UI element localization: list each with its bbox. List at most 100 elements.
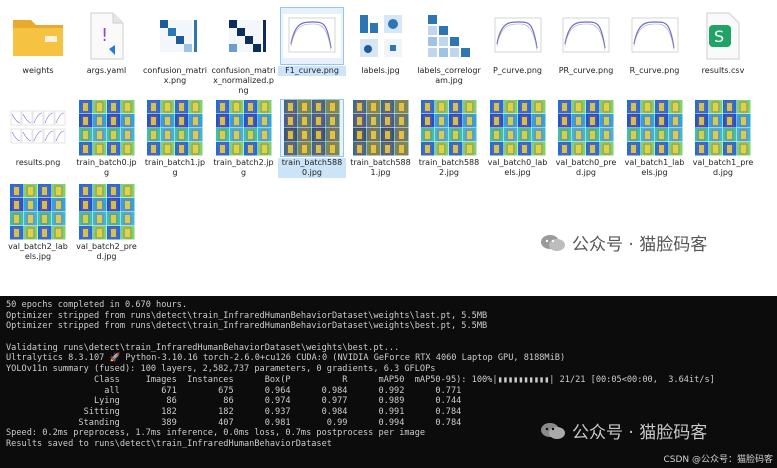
file-item[interactable]: P_curve.png xyxy=(484,8,552,76)
labels-correlogram-thumbnail xyxy=(424,11,474,61)
file-name: F1_curve.png xyxy=(278,66,346,76)
watermark-text: 公众号 · 猫脸码客 xyxy=(572,423,708,443)
watermark-top: 公众号 · 猫脸码客 xyxy=(540,230,707,255)
file-name: train_batch5880.jpg xyxy=(278,158,346,178)
svg-text:S: S xyxy=(714,27,724,46)
terminal-line: Validating runs\detect\train_InfraredHum… xyxy=(6,342,400,353)
file-item[interactable]: train_batch5882.jpg xyxy=(415,100,483,178)
file-thumbnail xyxy=(624,100,686,156)
file-item[interactable]: val_batch2_pred.jpg xyxy=(73,184,141,262)
file-name: labels_correlogram.jpg xyxy=(417,66,481,85)
image-batch-thumbnail xyxy=(215,100,271,156)
file-item[interactable]: R_curve.png xyxy=(621,8,689,76)
file-name: train_batch0.jpg xyxy=(76,158,137,177)
file-thumbnail xyxy=(213,8,275,64)
file-item[interactable]: train_batch5880.jpg xyxy=(278,99,346,178)
image-batch-thumbnail xyxy=(489,100,545,156)
image-batch-thumbnail xyxy=(352,100,408,156)
image-batch-thumbnail xyxy=(558,100,614,156)
file-name: train_batch1.jpg xyxy=(144,158,206,177)
file-name: PR_curve.png xyxy=(558,66,614,75)
file-thumbnail xyxy=(144,8,206,64)
file-thumbnail xyxy=(418,8,480,64)
file-item[interactable]: confusion_matrix.png xyxy=(141,8,209,86)
file-name: weights xyxy=(22,66,54,75)
file-item[interactable]: labels_correlogram.jpg xyxy=(415,8,483,86)
terminal-line: YOLOv11n summary (fused): 100 layers, 2,… xyxy=(6,364,436,375)
file-item[interactable]: weights xyxy=(4,8,72,76)
file-thumbnail xyxy=(350,8,412,64)
image-batch-thumbnail xyxy=(10,184,66,240)
image-batch-thumbnail xyxy=(147,100,203,156)
yaml-file-icon: ! xyxy=(90,12,123,60)
file-thumbnail xyxy=(692,100,754,156)
file-name: results.csv xyxy=(701,66,745,75)
file-thumbnail xyxy=(280,99,344,157)
file-thumbnail xyxy=(213,100,275,156)
confusion-matrix-thumbnail xyxy=(146,14,204,58)
file-thumbnail xyxy=(7,184,69,240)
image-batch-thumbnail xyxy=(78,184,134,240)
csdn-watermark: CSDN @公众号：猫脸码客 xyxy=(663,455,773,465)
file-thumbnail xyxy=(487,100,549,156)
spreadsheet-file-icon: S xyxy=(706,12,740,60)
file-name: confusion_matrix_normalized.png xyxy=(211,66,276,95)
file-name: train_batch2.jpg xyxy=(213,158,274,177)
file-item[interactable]: val_batch0_pred.jpg xyxy=(552,100,620,178)
file-thumbnail xyxy=(76,184,138,240)
watermark-terminal: 公众号 · 猫脸码客 xyxy=(540,418,707,443)
file-item[interactable]: confusion_matrix_normalized.png xyxy=(210,8,278,96)
file-thumbnail xyxy=(555,8,617,64)
terminal-line: Speed: 0.2ms preprocess, 1.7ms inference… xyxy=(6,428,426,439)
file-name: labels.jpg xyxy=(361,66,400,75)
file-item[interactable]: val_batch2_labels.jpg xyxy=(4,184,72,262)
file-thumbnail xyxy=(7,8,69,64)
file-item[interactable]: ! args.yaml xyxy=(73,8,141,76)
file-thumbnail xyxy=(7,100,69,156)
file-item[interactable]: train_batch2.jpg xyxy=(210,100,278,178)
image-batch-thumbnail xyxy=(78,100,134,156)
terminal-line: Sitting 182 182 0.937 0.984 0.991 0.784 xyxy=(6,406,462,417)
file-name: val_batch2_pred.jpg xyxy=(76,242,137,261)
file-item[interactable]: val_batch1_labels.jpg xyxy=(621,100,689,178)
terminal-line: Standing 389 407 0.981 0.99 0.994 0.784 xyxy=(6,417,462,428)
file-thumbnail: ! xyxy=(76,8,138,64)
curve-plot-thumbnail xyxy=(488,14,547,58)
image-batch-thumbnail xyxy=(421,100,477,156)
image-batch-thumbnail xyxy=(284,100,340,156)
file-item[interactable]: train_batch0.jpg xyxy=(73,100,141,178)
file-name: results.png xyxy=(15,158,61,167)
file-item[interactable]: val_batch1_pred.jpg xyxy=(689,100,757,178)
file-thumbnail xyxy=(350,100,412,156)
file-item[interactable]: train_batch5881.jpg xyxy=(347,100,415,178)
file-thumbnail: S xyxy=(692,8,754,64)
file-name: val_batch0_pred.jpg xyxy=(555,158,617,177)
terminal-line: 50 epochs completed in 0.670 hours. xyxy=(6,300,188,310)
file-name: val_batch1_pred.jpg xyxy=(692,158,754,177)
wechat-icon xyxy=(541,422,565,439)
terminal-line: Ultralytics 8.3.107 🚀 Python-3.10.16 tor… xyxy=(6,353,566,364)
file-item[interactable]: results.png xyxy=(4,100,72,168)
folder-icon xyxy=(13,20,63,56)
file-name: args.yaml xyxy=(86,66,127,75)
file-name: val_batch1_labels.jpg xyxy=(624,158,685,177)
file-item[interactable]: F1_curve.png xyxy=(278,7,346,76)
file-item[interactable]: val_batch0_labels.jpg xyxy=(484,100,552,178)
file-thumbnail xyxy=(144,100,206,156)
wechat-icon xyxy=(541,234,565,251)
terminal-line: all 671 675 0.964 0.984 0.992 0.771 xyxy=(6,385,462,396)
file-name: confusion_matrix.png xyxy=(143,66,207,85)
file-item[interactable]: PR_curve.png xyxy=(552,8,620,76)
svg-text:!: ! xyxy=(101,25,108,46)
file-item[interactable]: labels.jpg xyxy=(347,8,415,76)
file-name: train_batch5881.jpg xyxy=(350,158,411,177)
curve-plot-thumbnail xyxy=(625,14,684,58)
image-batch-thumbnail xyxy=(626,100,682,156)
file-name: train_batch5882.jpg xyxy=(418,158,480,177)
file-thumbnail xyxy=(280,7,344,65)
file-thumbnail xyxy=(76,100,138,156)
file-item[interactable]: train_batch1.jpg xyxy=(141,100,209,178)
file-name: P_curve.png xyxy=(492,66,542,75)
curve-plot-thumbnail xyxy=(283,14,341,58)
